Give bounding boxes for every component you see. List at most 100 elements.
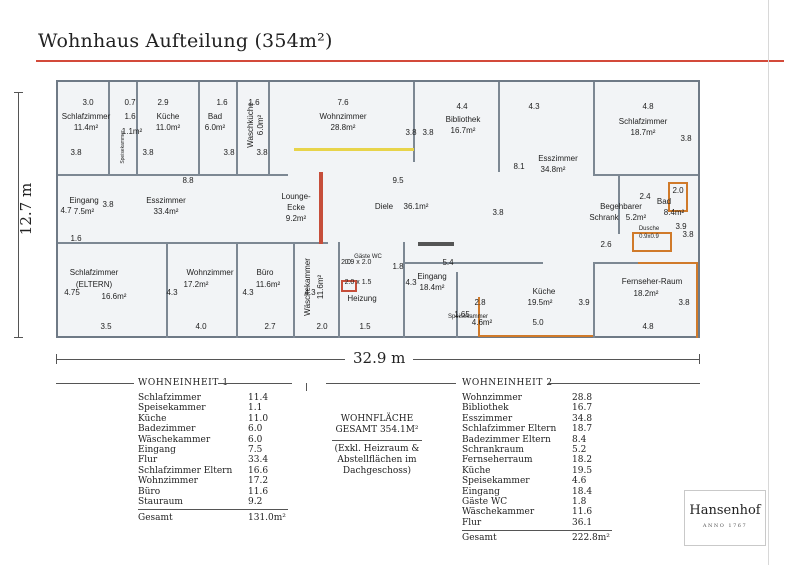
row-value: 11.0 <box>248 413 269 424</box>
height-dimension-tick-bottom <box>14 337 23 338</box>
we2-total-value: 222.8m² <box>572 533 610 543</box>
row-value: 33.4 <box>248 455 269 466</box>
wall <box>108 82 110 174</box>
row-value: 5.2 <box>572 445 587 456</box>
we2-heading-rule-left <box>326 383 456 384</box>
we2-total-label: Gesamt <box>462 533 497 543</box>
we1-heading-rule-left <box>56 383 134 384</box>
wall <box>58 174 288 176</box>
dimension-number: 4.0 <box>195 322 207 331</box>
dimension-number: 2.0 <box>316 322 328 331</box>
row-label: Badezimmer Eltern <box>462 434 551 445</box>
row-value: 18.4 <box>572 486 593 497</box>
wall <box>293 242 295 338</box>
row-label: Eingang <box>462 486 500 497</box>
row-label: Schlafzimmer <box>138 393 201 403</box>
wall <box>166 242 168 338</box>
wall <box>593 262 595 338</box>
wohnflaeche-box: WOHNFLÄCHE GESAMT 354.1M² (Exkl. Heizrau… <box>322 414 432 477</box>
hansenhof-logo: Hansenhof ANNO 1767 <box>684 490 766 546</box>
room-label: Bibliothek <box>445 115 481 124</box>
width-dimension-tick-left <box>56 354 57 364</box>
room-label-line2: (ELTERN) <box>75 280 113 289</box>
dimension-number: 7.6 <box>337 98 349 107</box>
wohnflaeche-note: Dachgeschoss) <box>342 466 412 476</box>
row-label: Esszimmer <box>462 413 513 424</box>
room-area: 11.6m² <box>316 274 325 300</box>
room-label: Schlafzimmer <box>69 268 119 277</box>
row-label: Speisekammer <box>138 403 206 414</box>
room-area: 1.1m² <box>121 127 143 136</box>
structural-beam <box>319 172 323 244</box>
wall <box>593 82 595 174</box>
page-title: Wohnhaus Aufteilung (354m²) <box>38 30 333 52</box>
row-label: Flur <box>138 455 158 466</box>
dimension-number: 0.9 x 2.0 <box>344 259 372 266</box>
room-label: Küche <box>156 112 180 121</box>
dimension-number: 3.8 <box>102 200 114 209</box>
room-label: Diele <box>374 202 394 211</box>
wohnflaeche-note: (Exkl. Heizraum & <box>334 444 420 454</box>
room-label-line2: Schrank <box>589 213 619 222</box>
room-label: Bad <box>207 112 223 121</box>
room-area: 34.8m² <box>540 165 566 174</box>
floor-plan: Schlafzimmer 11.4m² Küche 11.0m² Bad 6.0… <box>56 80 700 338</box>
wall <box>338 242 340 338</box>
room-label: Wäschekammer <box>303 258 312 316</box>
room-label: Büro <box>256 268 274 277</box>
we1-heading-rule-right <box>218 383 292 384</box>
dimension-number: 9.5 <box>392 176 404 185</box>
dimension-number: 2.0 <box>341 259 351 266</box>
row-value: 6.0 <box>248 434 263 445</box>
wall <box>498 82 500 172</box>
dimension-number: 3.0 <box>82 98 94 107</box>
dimension-number: 8.1 <box>513 162 525 171</box>
table-row: Flur 33.4 <box>138 455 308 465</box>
dimension-number: 1.6 <box>248 98 260 107</box>
row-label: Wäschekammer <box>462 507 535 518</box>
we2-heading: WOHNEINHEIT 2 <box>462 378 553 388</box>
dimension-number: 3.9 <box>578 298 590 307</box>
dimension-number: 4.3 <box>304 288 316 297</box>
row-label: Wäschekammer <box>138 434 211 445</box>
dimension-number: 0.7 <box>124 98 136 107</box>
row-label: Küche <box>462 465 491 476</box>
table-row: Wäschekammer 6.0 <box>138 435 308 445</box>
room-label: Fernseher-Raum <box>621 277 683 286</box>
dimension-number: 2.0 x 1.5 <box>344 279 372 286</box>
room-label: Wohnzimmer <box>319 112 367 121</box>
room-area: 11.4m² <box>73 123 99 132</box>
dimension-number: 3.8 <box>680 134 692 143</box>
dimension-number: 3.8 <box>682 230 694 239</box>
room-area: 18.7m² <box>630 128 656 137</box>
kitchen-counter-outline <box>478 297 593 337</box>
tv-room-outline <box>638 262 698 338</box>
room-label: Waschküche <box>246 102 255 148</box>
row-value: 36.1 <box>572 517 593 528</box>
row-value: 11.6 <box>572 507 593 518</box>
dimension-number: 3.8 <box>492 208 504 217</box>
wall <box>236 82 238 174</box>
heating-outline <box>341 280 357 292</box>
row-label: Badezimmer <box>138 424 196 435</box>
dimension-number: 3.8 <box>142 148 154 157</box>
room-label: Begehbarer <box>600 202 642 211</box>
wohnflaeche-rule <box>332 440 422 441</box>
marking-line <box>294 148 414 151</box>
dimension-number: 4.3 <box>528 102 540 111</box>
room-label: Schlafzimmer <box>61 112 111 121</box>
row-label: Schlafzimmer Eltern <box>462 424 557 435</box>
row-label: Speisekammer <box>462 476 530 487</box>
dimension-number: 1.6 <box>216 98 228 107</box>
table-row: Wäschekammer 11.6 <box>462 507 632 517</box>
right-margin-line <box>768 0 769 565</box>
room-label: Esszimmer <box>146 196 186 205</box>
table-row: Eingang 18.4 <box>462 487 632 497</box>
room-area: 5.2m² <box>625 213 647 222</box>
